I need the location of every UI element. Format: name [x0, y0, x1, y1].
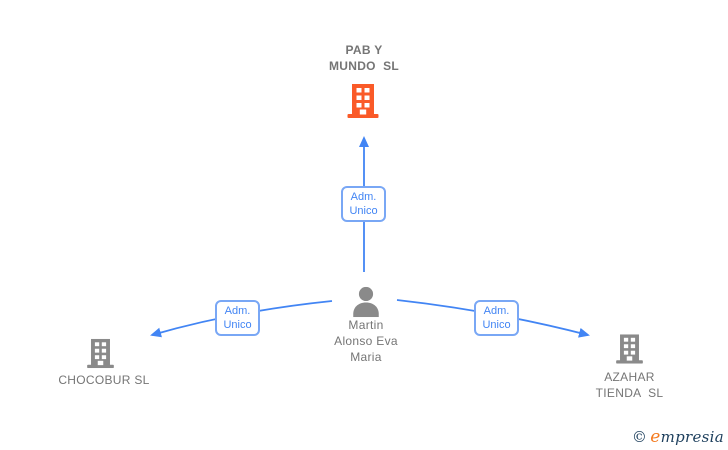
edge-label-right[interactable]: Adm. Unico [474, 300, 519, 336]
person-name-line1: Martin [348, 318, 384, 332]
edge-label-top-line2: Unico [349, 205, 378, 217]
person-icon[interactable] [349, 286, 383, 318]
edge-label-top[interactable]: Adm. Unico [341, 186, 386, 222]
building-icon[interactable] [85, 337, 116, 370]
empresia-watermark[interactable]: ©empresia [632, 427, 724, 447]
root-company-name-line1: PAB Y [345, 43, 383, 57]
person-name-label[interactable]: Martin Alonso Eva Maria [296, 317, 436, 365]
left-company-label[interactable]: CHOCOBUR SL [30, 372, 178, 388]
copyright-symbol: © [631, 428, 648, 446]
right-company-name-line1: AZAHAR [604, 370, 655, 384]
edge-label-left-line1: Adm. [224, 305, 251, 317]
right-company-name-line2: TIENDA SL [595, 386, 664, 400]
edge-label-top-line1: Adm. [350, 191, 377, 203]
brand-logo-letter: e [650, 427, 661, 447]
right-company-label[interactable]: AZAHAR TIENDA SL [557, 369, 702, 401]
left-company-name-line1: CHOCOBUR SL [58, 373, 150, 387]
brand-logo-text: mpresia [660, 428, 724, 446]
person-name-line2: Alonso Eva [334, 334, 398, 348]
building-icon[interactable] [614, 332, 645, 366]
edge-label-left-line2: Unico [223, 319, 252, 331]
root-company-label[interactable]: PAB Y MUNDO SL [288, 42, 440, 74]
edge-label-right-line2: Unico [482, 319, 511, 331]
edge-label-right-line1: Adm. [483, 305, 510, 317]
edge-label-left[interactable]: Adm. Unico [215, 300, 260, 336]
person-name-line3: Maria [350, 350, 382, 364]
root-company-name-line2: MUNDO SL [328, 59, 400, 73]
building-icon[interactable] [345, 84, 381, 118]
